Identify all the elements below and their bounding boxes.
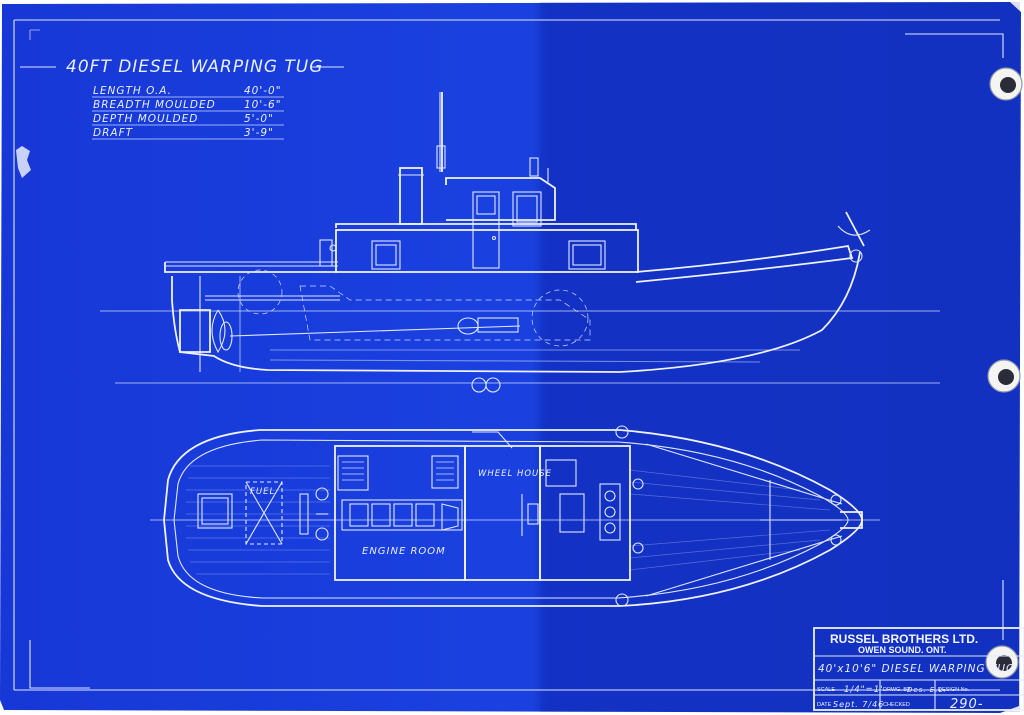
checked-label: CHECKED [883, 702, 910, 708]
drawing-description: 40'x10'6" DIESEL WARPING TUG [818, 663, 1015, 675]
drawn-by-value: Des. E.L. [907, 686, 947, 694]
fuel-label: FUEL [250, 487, 275, 497]
drawn-by-label: DRWG. BY [883, 687, 911, 693]
design-number-value: 290- [950, 697, 984, 712]
spec-depth-label: DEPTH MOULDED [93, 113, 198, 125]
spec-length-label: LENGTH O.A. [93, 85, 172, 97]
design-number-label: DESIGN No. [938, 687, 970, 693]
fold-shade [540, 2, 1020, 712]
date-value: Sept. 7/46 [833, 700, 884, 709]
date-label: DATE [817, 702, 832, 708]
spec-depth-value: 5'-0" [244, 113, 274, 125]
drawing-border [13, 19, 1004, 691]
wheel-house-label: WHEEL HOUSE [478, 469, 552, 479]
company-location: OWEN SOUND. ONT. [858, 645, 947, 655]
engine-room-label: ENGINE ROOM [362, 546, 446, 557]
paper-fleck [16, 146, 31, 178]
spec-breadth-value: 10'-6" [244, 99, 282, 111]
company-name: RUSSEL BROTHERS LTD. [830, 632, 978, 646]
centre-mark [471, 377, 501, 393]
side-elevation [100, 92, 940, 384]
drawing-title: 40FT DIESEL WARPING TUG [66, 57, 323, 77]
spec-breadth-label: BREADTH MOULDED [93, 99, 216, 111]
spec-length-value: 40'-0" [244, 85, 282, 97]
drawing-title-block: 40FT DIESEL WARPING TUG [20, 57, 344, 77]
spec-table: LENGTH O.A. 40'-0" BREADTH MOULDED 10'-6… [92, 85, 284, 140]
title-block: RUSSEL BROTHERS LTD. OWEN SOUND. ONT. 40… [813, 627, 1024, 712]
spec-draft-value: 3'-9" [244, 127, 274, 139]
spec-draft-label: DRAFT [93, 127, 134, 139]
plan-view: FUEL ENGINE ROOM WHEEL HOUSE [150, 425, 880, 607]
scale-label: SCALE [817, 687, 835, 693]
punch-holes [985, 67, 1023, 679]
scale-value: 1/4"=1' [844, 685, 883, 695]
